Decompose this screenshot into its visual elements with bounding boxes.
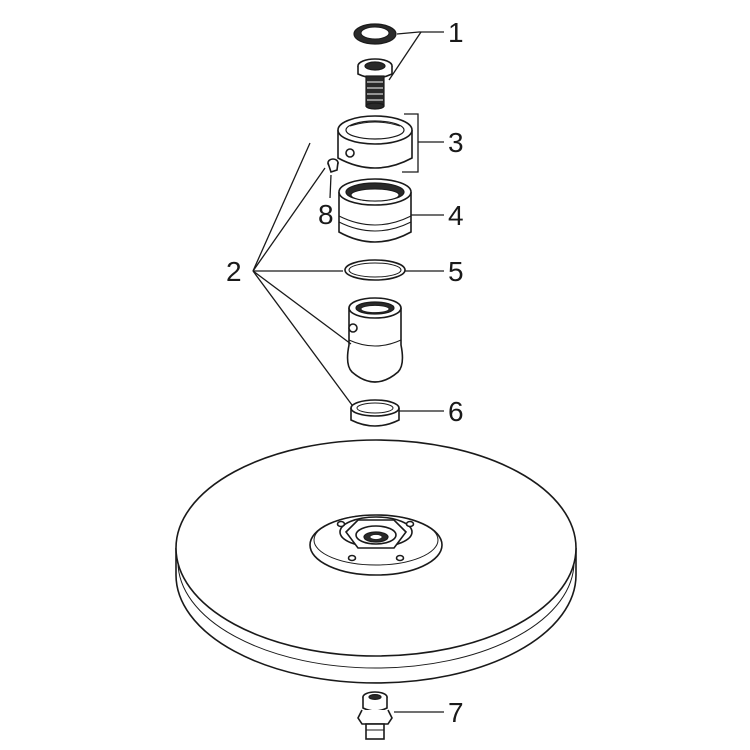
shower-head-plate	[175, 439, 577, 684]
part-4-threaded-adapter	[338, 178, 412, 243]
part-6-ring	[350, 399, 400, 427]
part-3-clamp-ring	[337, 115, 413, 169]
part-1-flow-insert	[357, 58, 393, 110]
callout-1: 1	[448, 17, 464, 48]
callout-5: 5	[448, 256, 464, 287]
part-5-o-ring	[344, 259, 406, 281]
callout-3: 3	[448, 127, 464, 158]
part-8-grub-screw	[327, 158, 339, 174]
callout-6: 6	[448, 396, 464, 427]
leader-lines	[252, 31, 444, 713]
ball-joint	[346, 297, 404, 383]
callout-2: 2	[226, 256, 242, 287]
part-1-seal-ring	[353, 23, 397, 45]
callout-labels: 1 3 8 4 2 5 6 7	[226, 17, 464, 728]
callout-8: 8	[318, 199, 334, 230]
callout-4: 4	[448, 200, 464, 231]
callout-7: 7	[448, 697, 464, 728]
part-7-spray-insert	[357, 691, 393, 740]
